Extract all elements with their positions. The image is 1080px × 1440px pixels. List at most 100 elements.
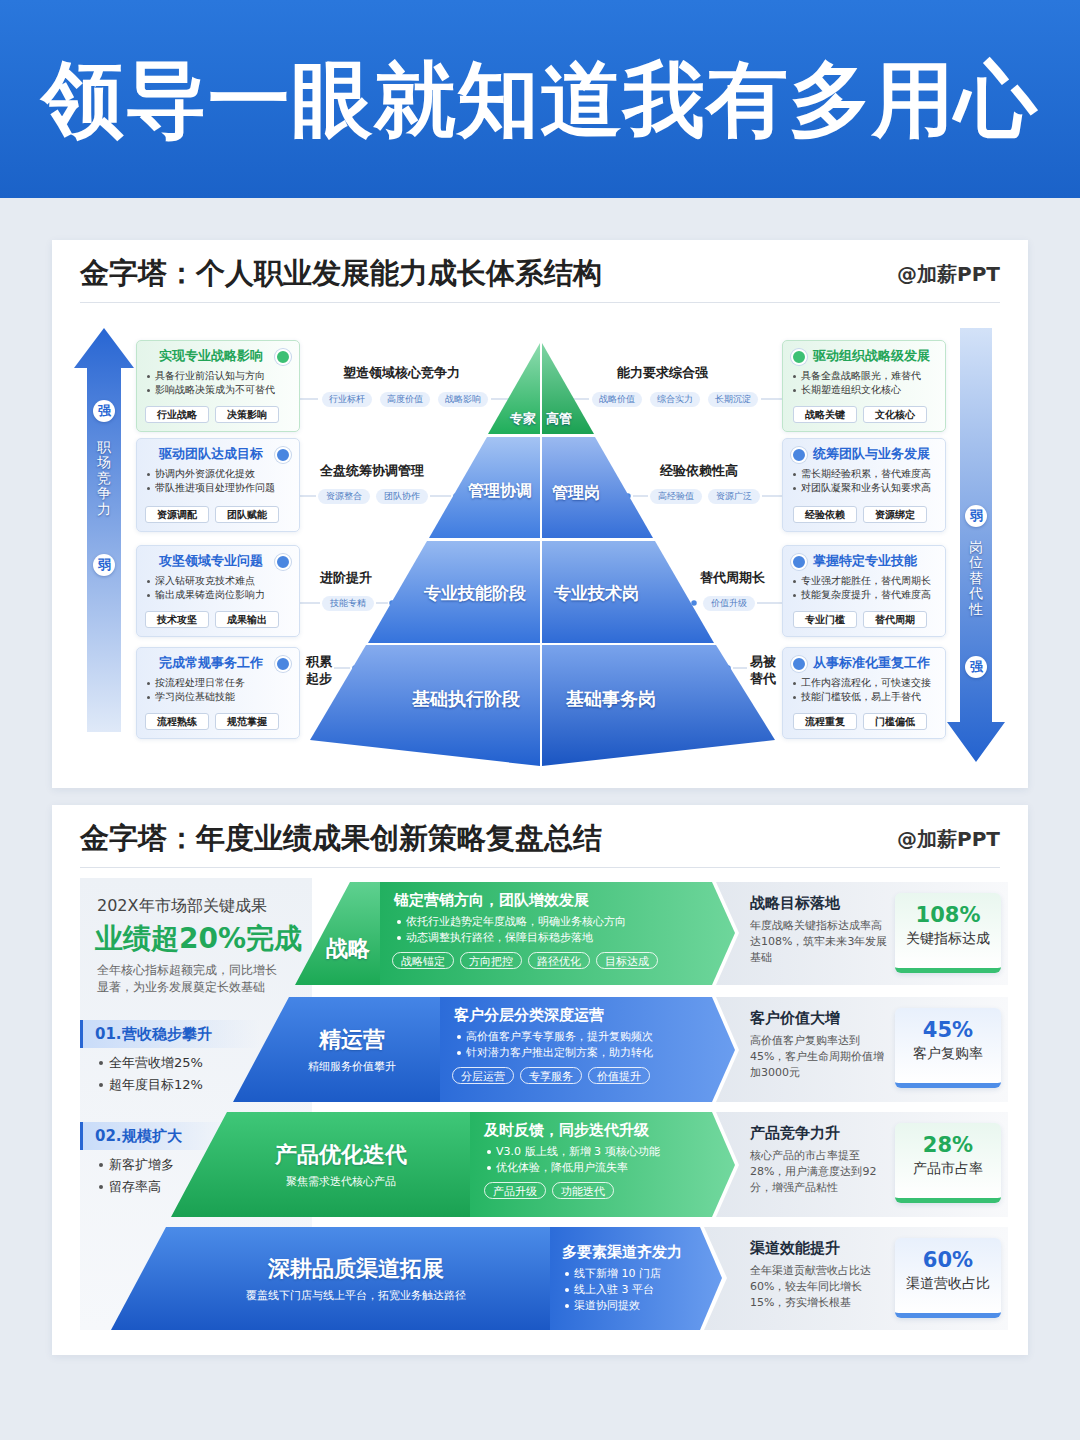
node-heading: 从事标准化重复工作: [791, 655, 937, 672]
info-card: 驱动组织战略级发展具备全盘战略眼光，难替代长期塑造组织文化核心战略关键文化核心: [782, 340, 946, 432]
node-heading: 流程重复: [798, 714, 852, 729]
pyramid-segment: 专业技术岗: [542, 541, 714, 643]
node-text: 优化体验，降低用户流失率: [484, 1160, 705, 1176]
shape-fill: [233, 997, 440, 1102]
tag-pill: 流程熟练: [145, 713, 209, 730]
node-heading: 深耕品质渠道拓展: [268, 1254, 444, 1284]
tag-pill: 团队赋能: [215, 506, 279, 523]
keyword-pill: 路径优化: [528, 952, 590, 969]
tag-pill: 文化核心: [863, 406, 927, 423]
node-heading: 专业技术岗: [554, 582, 639, 605]
tag-pill: 决策影响: [215, 406, 279, 423]
axis-arrow: 强职场竞争力弱: [74, 328, 134, 732]
node-text: 技能门槛较低，易上手替代: [791, 690, 937, 704]
node-heading: 专享服务: [529, 1068, 573, 1084]
node-heading: 驱动团队达成目标: [145, 446, 291, 463]
shape-fill: [716, 997, 1008, 1102]
tag-pill: 资源调配: [145, 506, 209, 523]
keyword-pill: 综合实力: [650, 392, 700, 407]
shape-fill: [542, 645, 775, 766]
tag-pill: 规范掌握: [215, 713, 279, 730]
node-text: V3.0 版上线，新增 3 项核心功能: [484, 1144, 705, 1160]
node-heading: 金字塔：个人职业发展能力成长体系结构: [80, 254, 602, 294]
node-heading: 管理岗: [552, 483, 600, 504]
tag-pill: 流程重复: [793, 713, 857, 730]
panel: 金字塔：个人职业发展能力成长体系结构@加薪PPT强职场竞争力弱实现专业战略影响具…: [52, 240, 1028, 788]
pyramid-layer: 战略: [295, 882, 380, 985]
node-heading: 技术攻坚: [150, 612, 204, 627]
node-heading: 路径优化: [537, 953, 581, 969]
info-card: 从事标准化重复工作工作内容流程化，可快速交接技能门槛较低，易上手替代流程重复门槛…: [782, 647, 946, 739]
keyword-pill: 价值升级: [703, 596, 755, 611]
info-card: 实现专业战略影响具备行业前沿认知与方向影响战略决策成为不可替代行业战略决策影响: [136, 340, 300, 432]
shape-fill: [542, 437, 653, 538]
node-text: 全年营收增25%: [97, 1054, 203, 1072]
node-heading: 实现专业战略影响: [145, 348, 291, 365]
node-text: 年度战略关键指标达成率高达108%，筑牢未来3年发展基础: [750, 918, 890, 966]
tag-pill: 专业门槛: [793, 611, 857, 628]
node-heading: 攻坚领域专业问题: [145, 553, 291, 570]
node-heading: 金字塔：年度业绩成果创新策略复盘总结: [80, 819, 602, 859]
keyword-pill: 资源广泛: [708, 489, 760, 504]
node-heading: 高管: [546, 410, 572, 428]
node-heading: 行业标杆: [326, 392, 368, 407]
shape-fill: [440, 997, 735, 1102]
node-text: 覆盖线下门店与线上平台，拓宽业务触达路径: [246, 1288, 466, 1303]
node-heading: 团队协作: [380, 489, 424, 504]
node-text: 精细服务价值攀升: [308, 1059, 396, 1074]
node-heading: 战略影响: [442, 392, 484, 407]
shape-fill: [488, 343, 540, 434]
node-text: 关键指标达成: [895, 930, 1001, 948]
label-text: 能力要求综合强: [617, 364, 708, 382]
node-text: 按流程处理日常任务: [145, 676, 291, 690]
node-heading: 替代周期: [868, 612, 922, 627]
node-heading: 战略关键: [798, 407, 852, 422]
node-text: 线上入驻 3 平台: [562, 1282, 698, 1298]
node-text: 核心产品的市占率提至28%，用户满意度达到92分，增强产品粘性: [750, 1148, 890, 1196]
node-heading: 高度价值: [384, 392, 426, 407]
label-text: 进阶提升: [320, 569, 372, 587]
label-text: 塑造领域核心竞争力: [343, 364, 460, 382]
node-text: 具备全盘战略眼光，难替代: [791, 369, 937, 383]
shape-fill: [947, 328, 1005, 762]
layer-arrow: 多要素渠道齐发力线下新增 10 门店线上入驻 3 平台渠道协同提效: [550, 1227, 722, 1330]
stat-box: 45%客户复购率: [895, 1008, 1001, 1088]
node-text: 工作内容流程化，可快速交接: [791, 676, 937, 690]
tag-pill: 技术攻坚: [145, 611, 209, 628]
node-text: 动态调整执行路径，保障目标稳步落地: [394, 930, 705, 946]
node-heading: 成果输出: [220, 612, 274, 627]
node-text: 需长期经验积累，替代难度高: [791, 467, 937, 481]
node-text: 依托行业趋势定年度战略，明确业务核心方向: [394, 914, 705, 930]
node-heading: 战略: [326, 934, 370, 964]
node-text: 岗位替代性: [969, 540, 983, 617]
node-text: 留存率高: [97, 1178, 161, 1196]
node-heading: 客户分层分类深度运营: [454, 1006, 705, 1025]
node-text: 高价值客户享专享服务，提升复购频次: [454, 1029, 705, 1045]
node-heading: 管理协调: [468, 481, 532, 502]
node-text: 具备行业前沿认知与方向: [145, 369, 291, 383]
info-card: 驱动团队达成目标协调内外资源优化提效带队推进项目处理协作问题资源调配团队赋能: [136, 438, 300, 532]
node-heading: 战略价值: [596, 392, 638, 407]
node-text: 超年度目标12%: [97, 1076, 203, 1094]
node-text: 对团队凝聚和业务认知要求高: [791, 481, 937, 495]
pyramid-segment: 管理岗: [542, 437, 653, 538]
keyword-pill: 产品升级: [484, 1182, 546, 1199]
node-text: 强: [965, 656, 987, 678]
shape-outline: [74, 328, 134, 732]
node-heading: 价值提升: [597, 1068, 641, 1084]
node-heading: 产品优化迭代: [275, 1140, 407, 1170]
node-heading: 资源广泛: [712, 489, 756, 504]
pyramid-segment: 基础事务岗: [542, 645, 775, 766]
node-heading: 弱: [965, 505, 987, 527]
result-item: 渠道效能提升全年渠道贡献营收占比达60%，较去年同比增长15%，夯实增长根基60…: [704, 1227, 1008, 1330]
keyword-pill: 目标达成: [596, 952, 658, 969]
pyramid-segment: 基础执行阶段: [310, 645, 540, 766]
node-heading: 统筹团队与业务发展: [791, 446, 937, 463]
node-heading: 专业技能阶段: [424, 582, 526, 605]
panel: 金字塔：年度业绩成果创新策略复盘总结@加薪PPT202X年市场部关键成果业绩超2…: [52, 805, 1028, 1355]
shape-fill: [368, 541, 540, 643]
tag-pill: 成果输出: [215, 611, 279, 628]
node-text: @加薪PPT: [897, 261, 1000, 288]
pyramid-segment: 管理协调: [429, 437, 540, 538]
keyword-pill: 专享服务: [520, 1067, 582, 1084]
